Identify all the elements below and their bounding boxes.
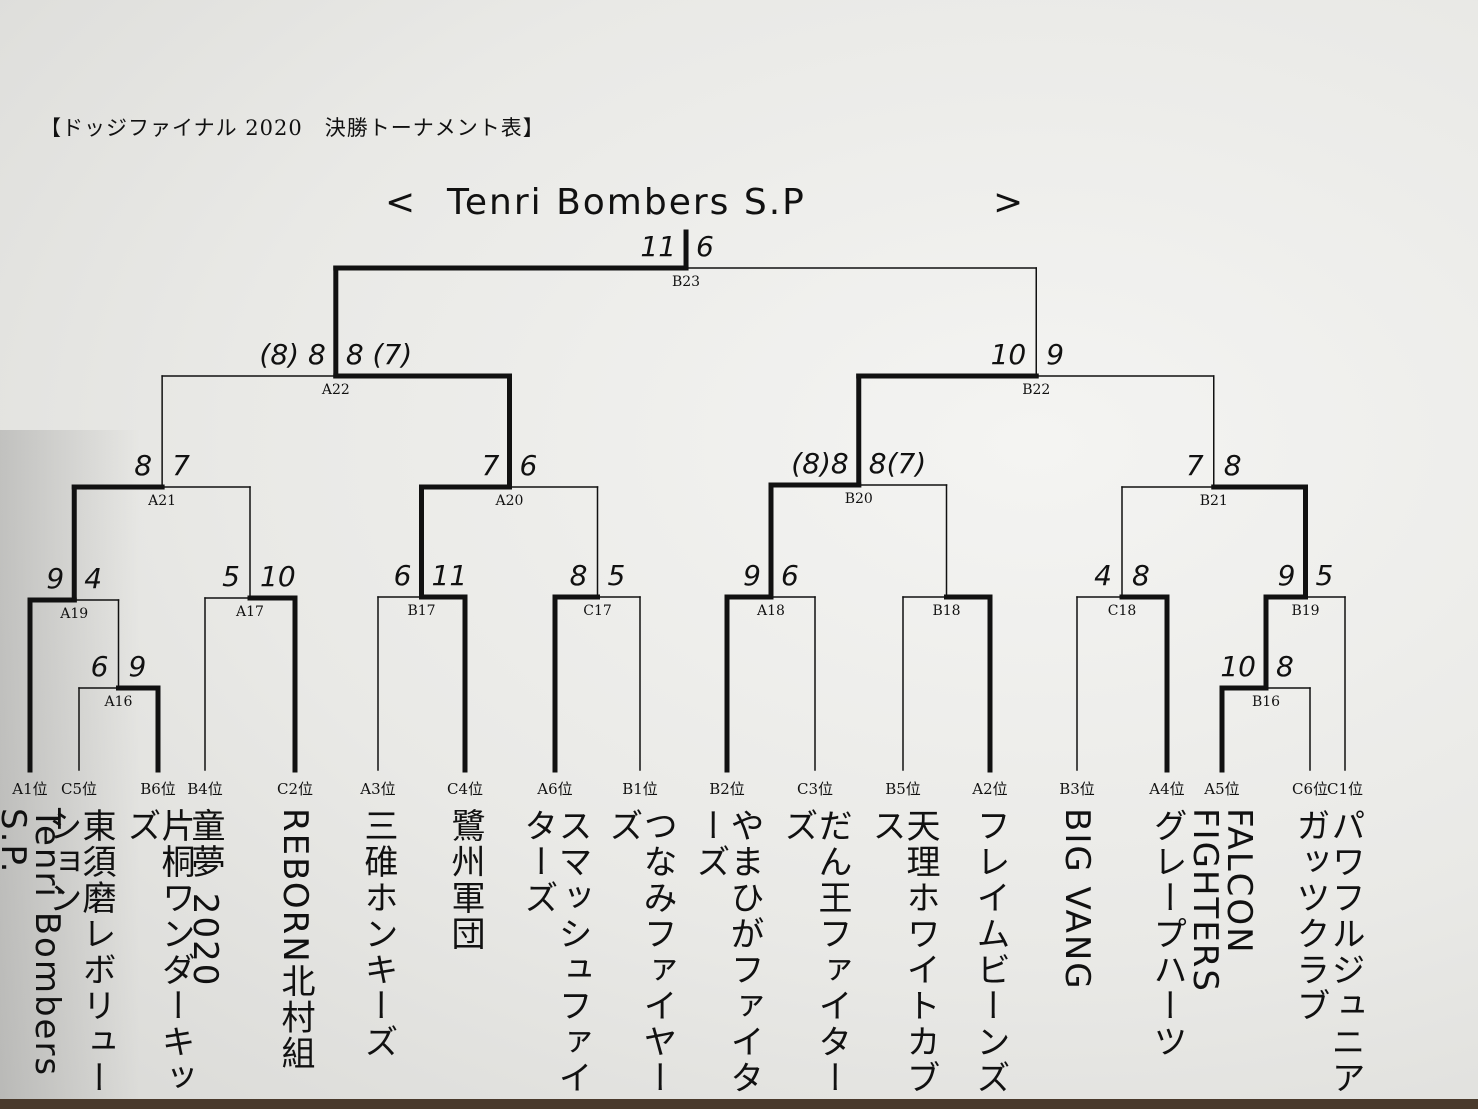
seed-label: C2位 xyxy=(276,780,314,798)
seed-label: A5位 xyxy=(1204,780,1240,798)
seed-label: B2位 xyxy=(709,780,745,798)
left-score: 10 xyxy=(990,338,1027,371)
team-name: フレイムビーンズ xyxy=(970,808,1010,1096)
match-id: B21 xyxy=(1199,493,1228,509)
seed-label: B3位 xyxy=(1059,780,1095,798)
match-id: B16 xyxy=(1251,694,1281,710)
sheet-title: 【ドッジファイナル 2020 決勝トーナメント表】 xyxy=(40,116,545,140)
left-score: 11 xyxy=(640,230,677,263)
right-score: 8 (7) xyxy=(345,338,413,371)
team-name: 天理ホワイトカブス xyxy=(866,808,940,1096)
left-score: 10 xyxy=(1220,650,1256,683)
seed-label: A6位 xyxy=(537,780,573,798)
right-score: 9 xyxy=(128,650,147,683)
team-name: 童夢 2020 xyxy=(185,808,225,988)
seed-label: B1位 xyxy=(622,780,658,798)
left-score: 8 xyxy=(134,449,153,482)
right-score: 5 xyxy=(1315,559,1334,592)
team-name: 三碓ホンキーズ xyxy=(358,808,398,1060)
team-name: ガッツクラブ xyxy=(1290,808,1330,1024)
team-name: BIG VANG xyxy=(1057,808,1097,991)
champion-name: Tenri Bombers S.P xyxy=(447,182,806,223)
match-id: B17 xyxy=(407,603,436,619)
right-score: 8 xyxy=(1223,449,1242,482)
match-id: B23 xyxy=(671,274,701,290)
match-id: B20 xyxy=(844,491,873,507)
left-score: 5 xyxy=(222,560,240,593)
seed-label: A2位 xyxy=(972,780,1008,798)
match-id: A18 xyxy=(757,603,785,619)
right-score: 8 xyxy=(1132,559,1150,592)
right-score: 6 xyxy=(519,449,538,482)
match-id: C18 xyxy=(1107,603,1137,619)
champion-close-bracket: > xyxy=(993,182,1026,223)
left-score: (8)8 xyxy=(791,447,849,480)
match-id: B18 xyxy=(932,603,961,619)
team-name: パワフルジュニア xyxy=(1325,808,1365,1096)
left-score: 9 xyxy=(743,559,761,592)
seed-label: A1位 xyxy=(12,780,48,798)
seed-label: A3位 xyxy=(360,780,396,798)
team-name: だん王ファイターズ xyxy=(778,808,852,1096)
match-id: A20 xyxy=(495,493,524,509)
seed-label: B6位 xyxy=(140,780,176,798)
champion-open-bracket: < xyxy=(385,182,418,223)
right-score: 6 xyxy=(781,559,799,592)
seed-label: C6位 xyxy=(1291,780,1329,798)
seed-label: B5位 xyxy=(885,780,921,798)
team-name: 東須磨レボリューション xyxy=(42,808,116,1096)
team-name: 片桐ワンダーキッズ xyxy=(121,808,195,1096)
match-id: A19 xyxy=(60,606,89,622)
team-name: 鷺州軍団 xyxy=(445,808,485,952)
seed-label: A4位 xyxy=(1149,780,1185,798)
team-name: FALCON FIGHTERS xyxy=(1185,808,1259,993)
left-score: 4 xyxy=(1094,559,1112,592)
right-score: 5 xyxy=(607,559,626,592)
desk-edge xyxy=(0,1099,1478,1109)
paper-shadow xyxy=(0,430,140,1109)
seed-label: B4位 xyxy=(187,780,223,798)
right-score: 8 xyxy=(1276,650,1294,683)
match-id: A16 xyxy=(104,694,133,710)
team-name: つなみファイヤーズ xyxy=(603,808,677,1096)
match-id: A17 xyxy=(236,604,264,620)
match-id: C17 xyxy=(583,603,612,619)
right-score: 8(7) xyxy=(868,447,927,480)
seed-label: C5位 xyxy=(60,780,98,798)
match-id: A21 xyxy=(148,493,177,509)
left-score: 6 xyxy=(393,559,412,592)
seed-label: C4位 xyxy=(446,780,484,798)
right-score: 4 xyxy=(84,562,103,595)
right-score: 6 xyxy=(696,230,714,263)
left-score: 6 xyxy=(90,650,109,683)
match-id: B19 xyxy=(1291,603,1320,619)
left-score: 9 xyxy=(1277,559,1296,592)
left-score: (8) 8 xyxy=(259,338,326,371)
left-score: 7 xyxy=(1185,449,1204,482)
left-score: 8 xyxy=(569,559,588,592)
team-name: Tenri Bombers S.P. xyxy=(0,808,67,1078)
right-score: 9 xyxy=(1046,338,1065,371)
team-name: やまひがファイターズ xyxy=(690,808,764,1096)
team-name: REBORN北村組 xyxy=(275,808,315,1072)
right-score: 10 xyxy=(260,560,296,593)
right-score: 7 xyxy=(172,449,190,482)
team-name: スマッシュファイターズ xyxy=(518,808,592,1096)
match-id: A22 xyxy=(321,382,350,398)
left-score: 9 xyxy=(46,562,65,595)
seed-label: C3位 xyxy=(796,780,834,798)
left-score: 7 xyxy=(481,449,500,482)
match-id: B22 xyxy=(1022,382,1051,398)
seed-label: C1位 xyxy=(1326,780,1364,798)
right-score: 11 xyxy=(431,559,468,592)
team-name: グレープハーツ xyxy=(1147,808,1187,1060)
